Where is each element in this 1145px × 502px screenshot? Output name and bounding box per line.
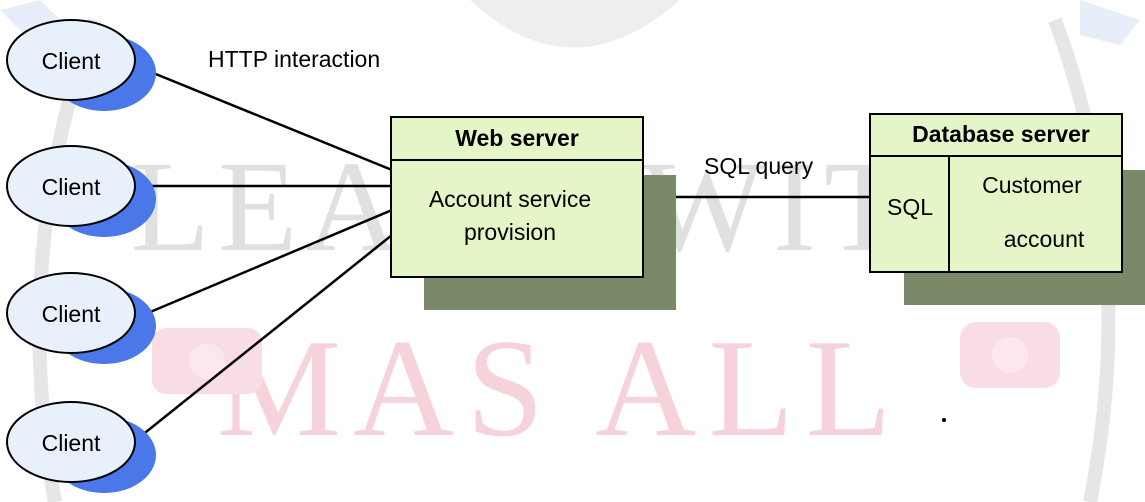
database-sql-label: SQL <box>887 194 933 220</box>
client-3-ellipse <box>6 272 136 354</box>
database-server-box <box>869 113 1123 273</box>
watermark-line2: MAS ALL <box>217 311 904 466</box>
http-interaction-label: HTTP interaction <box>208 46 380 72</box>
web-server: Web server Account service provision <box>390 116 676 310</box>
client-4-label: Client <box>42 430 101 456</box>
client-3: Client <box>6 272 156 364</box>
connector-client3 <box>135 208 393 320</box>
connections <box>135 64 872 441</box>
web-server-body-line1: Account service <box>429 186 591 212</box>
stray-dot <box>942 418 946 422</box>
watermark-icon-right <box>960 322 1060 388</box>
client-1-ellipse <box>6 19 136 101</box>
client-4: Client <box>6 401 156 493</box>
watermark-icon-left <box>152 328 262 394</box>
connector-client4 <box>135 234 393 441</box>
client-1: Client <box>6 19 156 111</box>
web-server-title: Web server <box>455 125 579 151</box>
database-server: Database server SQL Customer account <box>869 113 1145 305</box>
client-3-label: Client <box>42 301 101 327</box>
web-server-box <box>390 116 644 278</box>
database-customer-line1: Customer <box>982 172 1082 198</box>
client-4-ellipse <box>6 401 136 483</box>
client-2-ellipse <box>6 145 136 227</box>
watermark-star-right <box>1080 0 1140 45</box>
database-customer-line2: account <box>1004 226 1085 252</box>
web-server-body-line2: provision <box>464 219 556 245</box>
database-server-title: Database server <box>912 121 1090 147</box>
client-2: Client <box>6 145 156 237</box>
client-1-label: Client <box>42 48 101 74</box>
client-2-label: Client <box>42 174 101 200</box>
sql-query-label: SQL query <box>704 153 814 179</box>
connector-client1 <box>135 64 393 172</box>
watermark-emblem-top <box>470 0 680 48</box>
